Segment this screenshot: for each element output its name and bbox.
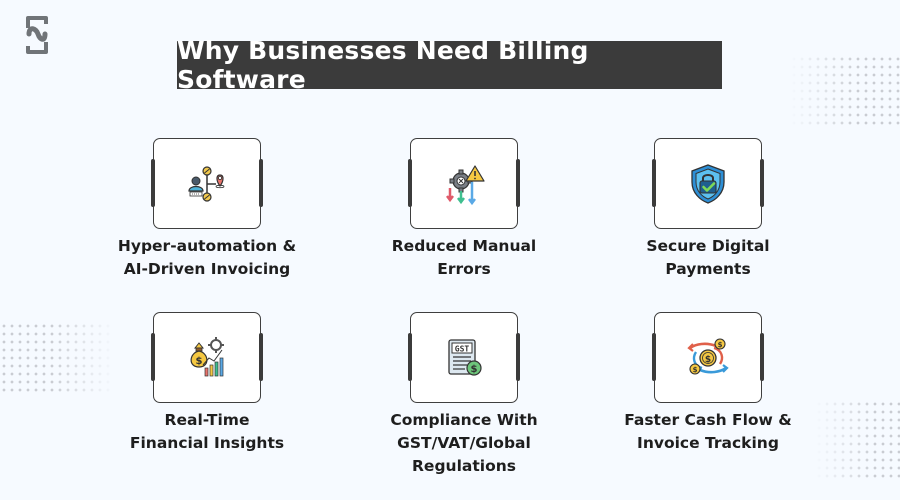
card-edge-bar — [408, 333, 412, 381]
decorative-dots-bottom-right — [815, 400, 900, 478]
card-edge-bar — [516, 333, 520, 381]
feature-reduced-errors: Reduced Manual Errors — [344, 138, 584, 281]
decorative-dots-left — [0, 322, 115, 392]
brand-logo — [24, 14, 50, 56]
feature-label: Faster Cash Flow & Invoice Tracking — [624, 411, 792, 452]
card-edge-bar — [516, 159, 520, 207]
feature-compliance: GST $ Compliance With GST/VAT/Global Reg… — [344, 312, 584, 478]
svg-text:GST: GST — [455, 344, 470, 353]
feature-label: Compliance With GST/VAT/Global Regulatio… — [390, 411, 538, 475]
feature-hyper-automation: Hyper-automation & AI-Driven Invoicing — [87, 138, 327, 281]
feature-secure-payments: Secure Digital Payments — [588, 138, 828, 281]
cash-flow-icon: $ $ $ — [687, 337, 729, 375]
decorative-dots-top-right — [790, 55, 900, 125]
card-edge-bar — [760, 159, 764, 207]
n-logo-icon — [26, 16, 48, 54]
svg-text:$: $ — [718, 341, 723, 349]
card-edge-bar — [760, 333, 764, 381]
feature-financial-insights: $ Real-Time Financial Insights — [87, 312, 327, 455]
svg-text:$: $ — [693, 366, 698, 374]
feature-label: Secure Digital Payments — [646, 237, 770, 278]
card-edge-bar — [151, 159, 155, 207]
feature-card: $ $ $ — [652, 312, 764, 403]
page-title: Why Businesses Need Billing Software — [177, 36, 589, 94]
feature-card: GST $ — [408, 312, 520, 403]
feature-label: Real-Time Financial Insights — [129, 411, 285, 452]
card-edge-bar — [259, 159, 263, 207]
card-edge-bar — [259, 333, 263, 381]
card-edge-bar — [151, 333, 155, 381]
svg-text:$: $ — [471, 364, 478, 375]
feature-card — [408, 138, 520, 229]
gst-document-icon: GST $ — [448, 338, 482, 376]
financial-insights-icon: $ — [190, 336, 224, 376]
svg-text:$: $ — [705, 355, 711, 365]
feature-label: Hyper-automation & AI-Driven Invoicing — [117, 237, 297, 278]
error-reduction-icon — [446, 164, 485, 205]
card-edge-bar — [652, 333, 656, 381]
card-edge-bar — [408, 159, 412, 207]
page-title-banner: Why Businesses Need Billing Software — [177, 36, 722, 94]
feature-cash-flow: $ $ $ Faster Cash Flow & Invoice Trackin… — [588, 312, 828, 455]
feature-label: Reduced Manual Errors — [391, 237, 537, 278]
ai-automation-icon — [188, 165, 225, 202]
security-shield-icon — [691, 163, 725, 204]
feature-card — [151, 138, 263, 229]
feature-card: $ — [151, 312, 263, 403]
card-edge-bar — [652, 159, 656, 207]
svg-text:$: $ — [196, 356, 203, 367]
feature-card — [652, 138, 764, 229]
